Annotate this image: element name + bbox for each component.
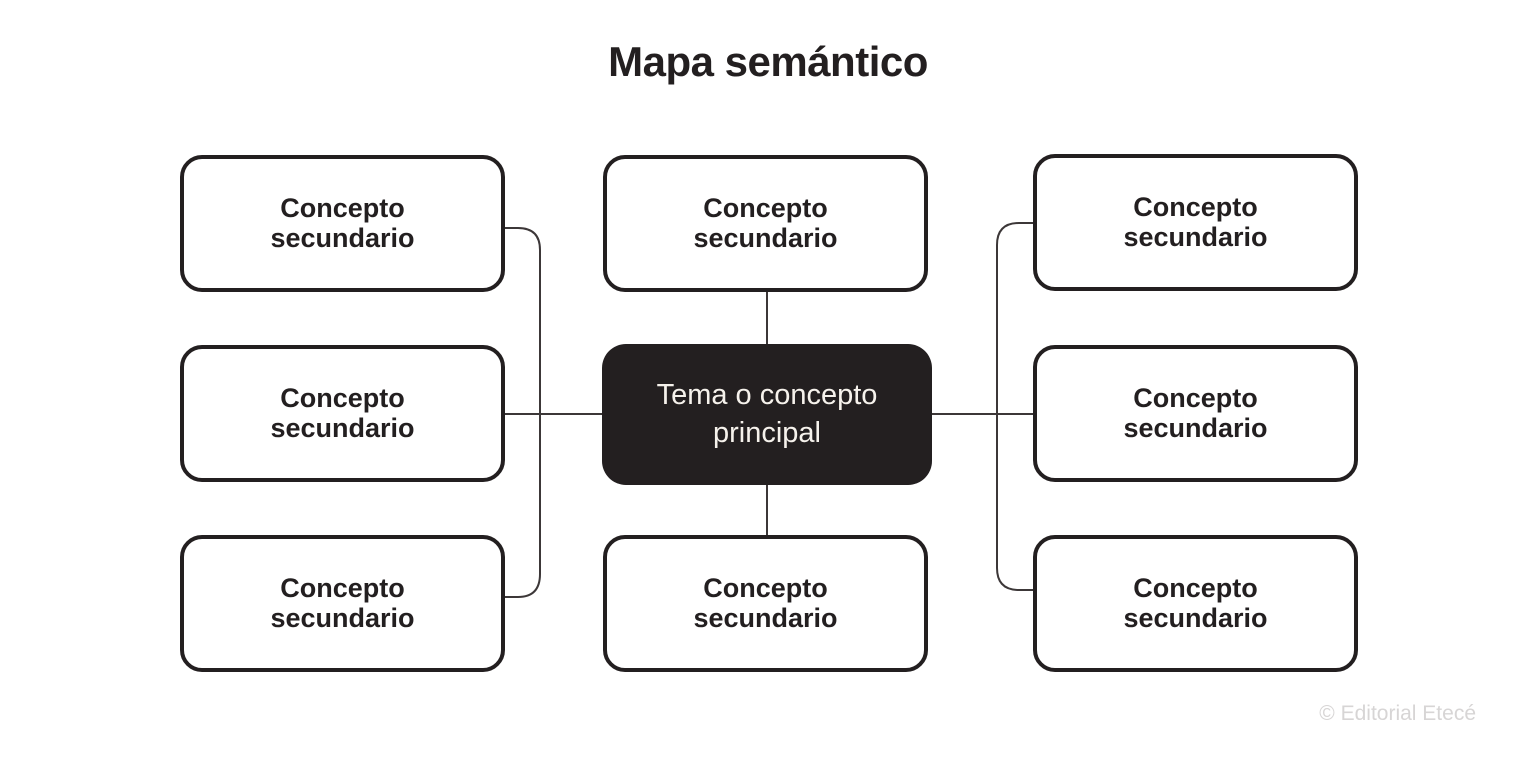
node-secondary-right-top: Concepto secundario bbox=[1033, 154, 1358, 291]
node-secondary-right-bottom: Concepto secundario bbox=[1033, 535, 1358, 672]
node-label: Concepto secundario bbox=[693, 193, 838, 253]
node-label: Concepto secundario bbox=[1123, 192, 1268, 252]
node-label: Concepto secundario bbox=[270, 573, 415, 633]
node-label: Concepto secundario bbox=[270, 193, 415, 253]
node-secondary-right-middle: Concepto secundario bbox=[1033, 345, 1358, 482]
connector-left-bracket bbox=[505, 227, 541, 598]
node-label: Concepto secundario bbox=[693, 573, 838, 633]
node-central: Tema o concepto principal bbox=[602, 344, 932, 485]
node-secondary-left-middle: Concepto secundario bbox=[180, 345, 505, 482]
node-label: Concepto secundario bbox=[270, 383, 415, 443]
node-secondary-left-bottom: Concepto secundario bbox=[180, 535, 505, 672]
connector-right-bracket bbox=[996, 222, 1033, 591]
central-node-label: Tema o concepto principal bbox=[656, 379, 878, 449]
node-label: Concepto secundario bbox=[1123, 573, 1268, 633]
page-title: Mapa semántico bbox=[608, 38, 928, 85]
copyright-credit: © Editorial Etecé bbox=[1319, 702, 1476, 725]
node-secondary-center-bottom: Concepto secundario bbox=[603, 535, 928, 672]
node-label: Concepto secundario bbox=[1123, 383, 1268, 443]
node-secondary-left-top: Concepto secundario bbox=[180, 155, 505, 292]
node-secondary-center-top: Concepto secundario bbox=[603, 155, 928, 292]
